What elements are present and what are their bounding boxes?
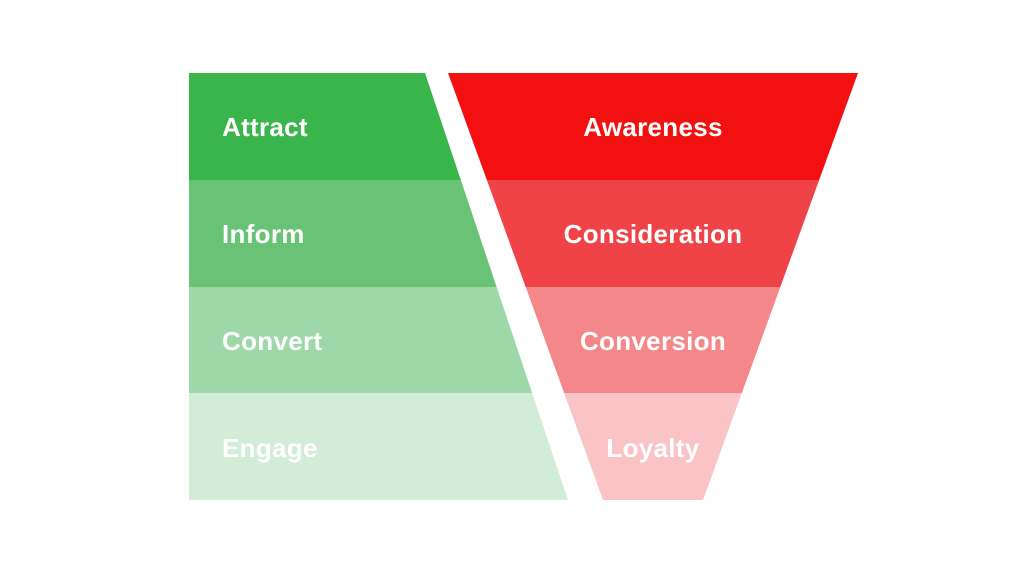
stage-loyalty-label: Loyalty — [606, 432, 700, 463]
stage-consideration: Consideration — [448, 179, 858, 287]
stage-engage-label: Engage — [222, 432, 318, 463]
stage-convert-label: Convert — [222, 325, 323, 356]
stage-consideration-label: Consideration — [563, 219, 743, 250]
stage-awareness: Awareness — [448, 73, 858, 180]
stage-engage: Engage — [189, 393, 568, 500]
stage-awareness-label: Awareness — [583, 112, 723, 143]
stage-convert: Convert — [189, 286, 568, 394]
stage-inform-label: Inform — [222, 219, 305, 250]
stage-conversion-label: Conversion — [579, 325, 727, 356]
stage-attract-label: Attract — [222, 112, 308, 143]
